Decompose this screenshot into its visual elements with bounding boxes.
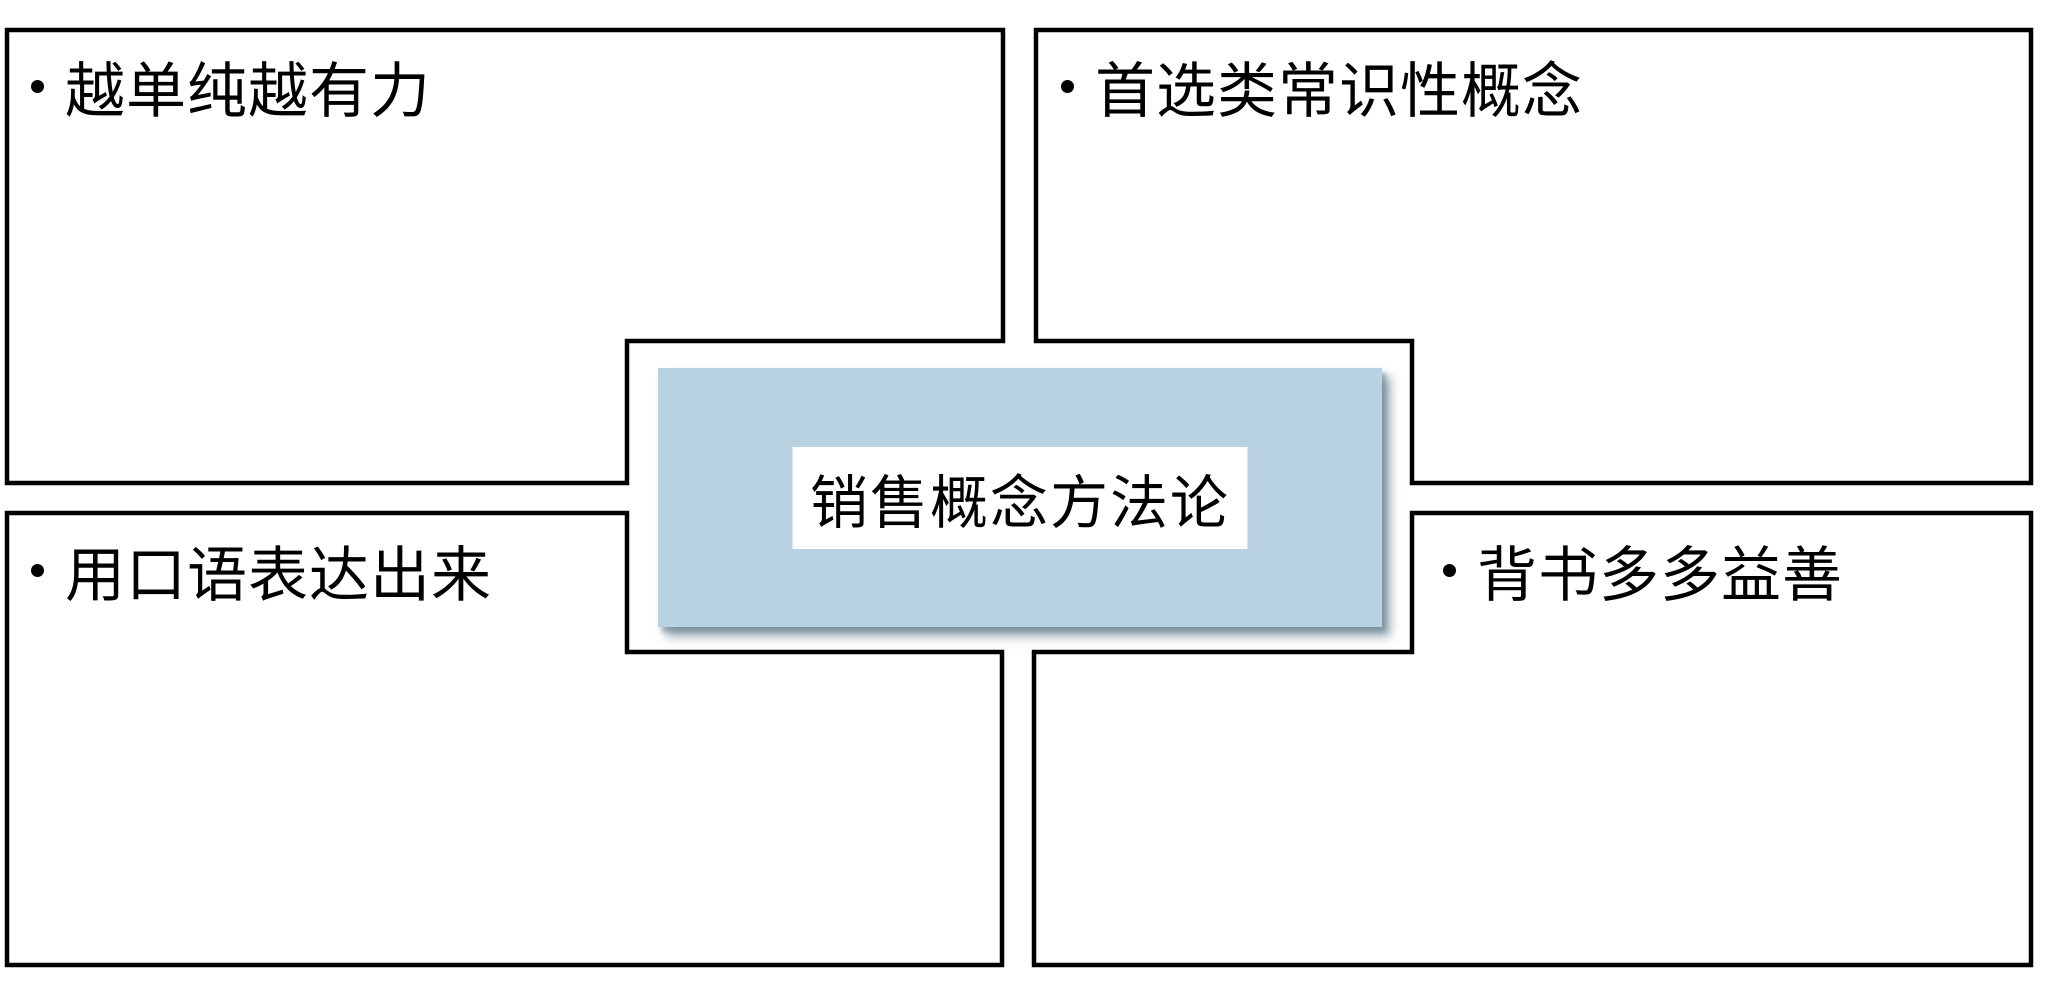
bullet-icon xyxy=(31,563,44,577)
quadrant-label-top-left: 越单纯越有力 xyxy=(65,57,431,125)
quadrant-box-top-right xyxy=(1033,27,2034,486)
bullet-icon xyxy=(1061,79,1074,93)
quadrant-item-top-right: 首选类常识性概念 xyxy=(1061,54,1583,125)
quadrant-label-bottom-left: 用口语表达出来 xyxy=(65,541,492,609)
center-box: 销售概念方法论 xyxy=(658,368,1382,627)
bullet-icon xyxy=(31,79,44,93)
bullet-icon xyxy=(1443,563,1456,577)
quadrant-box-top-left xyxy=(4,27,1006,486)
quadrant-box-bottom-right xyxy=(1031,510,2034,968)
quadrant-item-top-left: 越单纯越有力 xyxy=(31,54,431,125)
center-label-box: 销售概念方法论 xyxy=(792,446,1248,549)
quadrant-label-top-right: 首选类常识性概念 xyxy=(1095,57,1583,125)
center-label: 销售概念方法论 xyxy=(809,470,1230,536)
quadrant-box-bottom-left xyxy=(4,510,1005,968)
quadrant-item-bottom-right: 背书多多益善 xyxy=(1443,538,1843,609)
quadrant-label-bottom-right: 背书多多益善 xyxy=(1477,541,1843,609)
quadrant-item-bottom-left: 用口语表达出来 xyxy=(31,538,492,609)
